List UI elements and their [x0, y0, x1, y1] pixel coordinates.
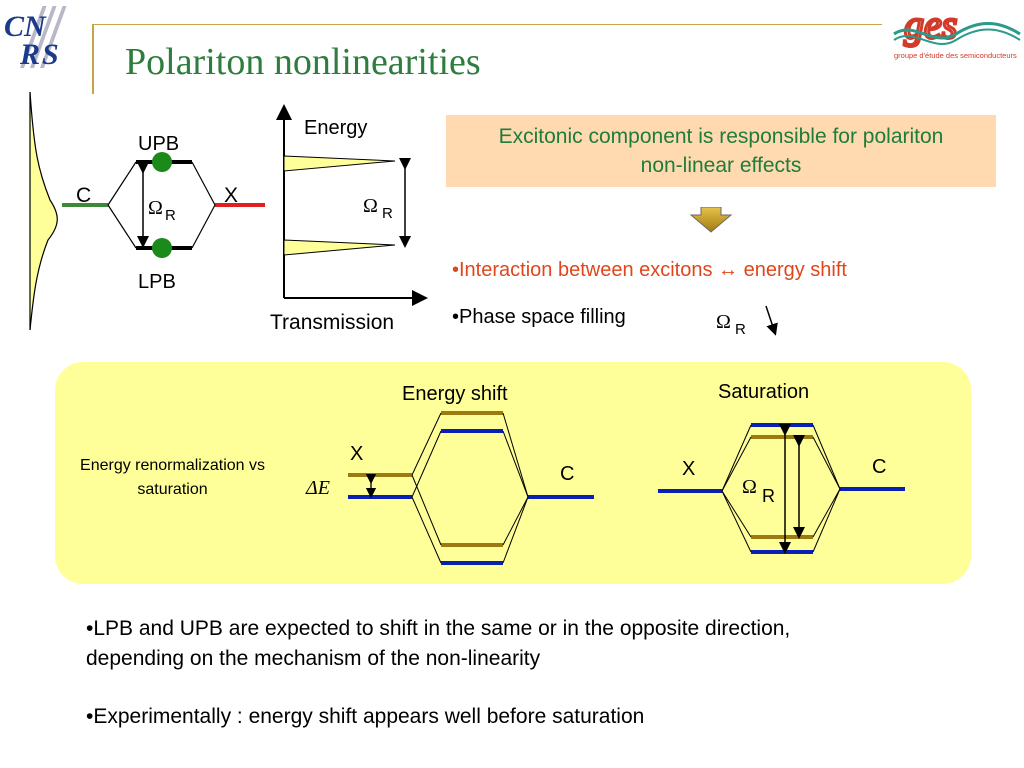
ges-logo: ges groupe d'étude des semiconducteurs: [893, 1, 1021, 60]
energy-shift-exciton-label: X: [350, 443, 363, 465]
saturation-exciton-label: X: [682, 458, 695, 480]
frame-line-top: [92, 24, 882, 25]
gaussian-profile: [29, 91, 58, 331]
energy-shift-title: Energy shift: [402, 383, 508, 405]
lpb-label: LPB: [138, 271, 176, 293]
coupling-line-lr: [191, 204, 216, 249]
cnrs-logo: C N R S: [4, 6, 67, 71]
phase-subscript: R: [735, 321, 746, 338]
transmission-omega-symbol: Ω: [363, 195, 378, 217]
saturation-coupling-lines: [721, 424, 841, 553]
svg-text:ges: ges: [904, 2, 957, 47]
ges-caption: groupe d'étude des semiconducteurs: [894, 51, 1017, 60]
bottom-bullet-2: •Experimentally : energy shift appears w…: [86, 705, 645, 728]
coupling-line-ur: [191, 161, 216, 206]
saturation-omega-symbol: Ω: [742, 476, 757, 498]
bullet-interaction: •Interaction between excitons ↔ energy s…: [452, 259, 847, 281]
phase-omega-symbol: Ω: [716, 311, 731, 333]
panel-side-label: Energy renormalization vs saturation: [80, 457, 265, 498]
excitonic-component-box: Excitonic component is responsible for p…: [446, 115, 996, 187]
delta-e-label: ΔE: [305, 477, 330, 499]
energy-shift-cavity-label: C: [560, 463, 574, 485]
upb-polariton-dot: [152, 152, 172, 172]
lower-transmission-peak: [283, 239, 396, 256]
svg-text:N: N: [23, 10, 47, 43]
energy-shift-coupling-lines: [411, 412, 529, 564]
transmission-axis-label: Transmission: [270, 311, 394, 334]
bullet-phase-space: •Phase space filling: [452, 306, 626, 328]
frame-line-left: [92, 24, 94, 94]
excitonic-box-text: Excitonic component is responsible for p…: [498, 125, 944, 177]
svg-text:R: R: [19, 38, 40, 71]
cavity-label: C: [76, 184, 91, 207]
exciton-label: X: [224, 184, 238, 207]
transmission-subscript: R: [382, 205, 393, 222]
saturation-subscript: R: [762, 486, 775, 506]
coupling-line-ul: [107, 161, 137, 206]
energy-axis-label: Energy: [304, 117, 367, 139]
saturation-title: Saturation: [718, 381, 809, 403]
coupling-line-ll: [107, 204, 137, 249]
upb-label: UPB: [138, 133, 179, 155]
slide-title: Polariton nonlinearities: [125, 41, 481, 83]
decrease-arrow-icon: [765, 305, 778, 336]
svg-text:C: C: [4, 10, 25, 43]
lpb-polariton-dot: [152, 238, 172, 258]
down-arrow-icon: [689, 207, 733, 233]
saturation-cavity-label: C: [872, 456, 886, 478]
svg-text:S: S: [42, 38, 59, 71]
comparison-panel: [55, 362, 971, 584]
upper-transmission-peak: [283, 155, 396, 172]
rabi-omega-symbol: Ω: [148, 197, 163, 219]
rabi-subscript: R: [165, 207, 176, 224]
bottom-bullet-1: •LPB and UPB are expected to shift in th…: [86, 617, 791, 670]
